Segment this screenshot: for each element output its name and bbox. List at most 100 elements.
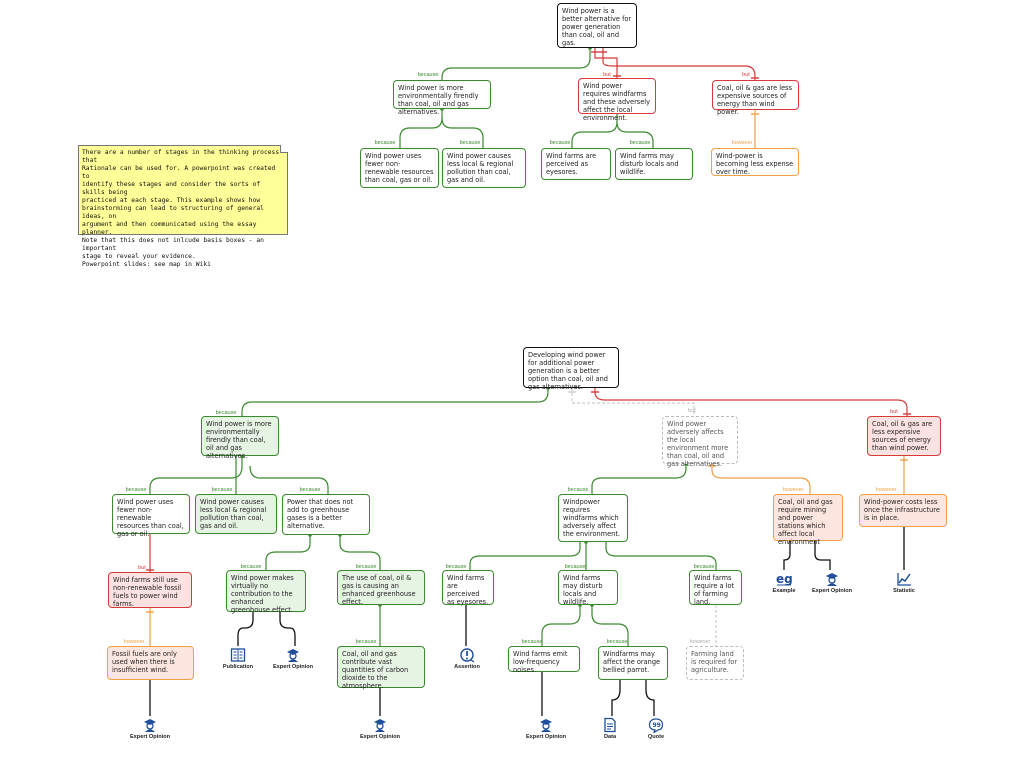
- svg-text:99: 99: [653, 722, 661, 729]
- basis-expert-opinion[interactable]: Expert Opinion: [115, 717, 185, 740]
- data-icon: [604, 717, 616, 733]
- map2-rebuttal-agriculture[interactable]: Farming land is required for agriculture…: [686, 646, 744, 680]
- basis-example[interactable]: eg Example: [749, 571, 819, 594]
- note-line: argument and then communicated using the…: [82, 221, 257, 236]
- basis-assertion[interactable]: Assertion: [432, 647, 502, 670]
- basis-caption: Expert Opinion: [811, 588, 853, 594]
- info-note: There are a number of stages in the thin…: [78, 145, 288, 268]
- basis-caption: Example: [772, 588, 796, 594]
- note-line: identify these stages and consider the s…: [82, 181, 261, 196]
- basis-expert-opinion[interactable]: Expert Opinion: [345, 717, 415, 740]
- map2-reason-no-contribution[interactable]: Wind power makes virtually no contributi…: [226, 570, 306, 614]
- basis-publication[interactable]: Publication: [203, 647, 273, 670]
- connector-label: because: [459, 140, 481, 146]
- map2-objection-expensive[interactable]: Coal, oil & gas are less expensive sourc…: [867, 416, 941, 456]
- connector-label: because: [355, 639, 377, 645]
- map2-reason-noises[interactable]: Wind farms emit low-frequency noises.: [508, 646, 580, 674]
- note-line: brainstorming can lead to structuring of…: [82, 205, 264, 220]
- map2-rebuttal-cost[interactable]: Wind-power costs less once the infrastru…: [859, 494, 947, 527]
- basis-caption: Data: [603, 734, 617, 740]
- basis-expert-opinion[interactable]: Expert Opinion: [258, 647, 328, 670]
- basis-caption: Assertion: [454, 664, 480, 670]
- connector-label: because: [564, 564, 586, 570]
- connector-label: but: [138, 565, 146, 571]
- map2-reason-eyesores[interactable]: Wind farms are perceived as eyesores.: [442, 570, 494, 606]
- connector-label: however: [731, 140, 753, 146]
- map1-reason-environment[interactable]: Wind power is more environmentally firen…: [393, 80, 491, 116]
- map2-rebuttal-mining[interactable]: Coal, oil and gas require mining and pow…: [773, 494, 843, 546]
- publication-icon: [230, 648, 246, 662]
- map2-reason-disturb-wildlife[interactable]: Wind farms may disturb locals and wildli…: [558, 570, 618, 606]
- map2-reason-enhanced-effect[interactable]: The use of coal, oil & gas is causing an…: [337, 570, 425, 606]
- note-line: Note that this does not inlcude basis bo…: [82, 237, 264, 252]
- expert-opinion-icon: [374, 719, 386, 732]
- map1-objection-expensive[interactable]: Coal, oil & gas are less expensive sourc…: [712, 80, 799, 116]
- expert-opinion-icon: [826, 573, 838, 586]
- basis-expert-opinion[interactable]: Expert Opinion: [511, 717, 581, 740]
- connector-label: but: [890, 409, 898, 415]
- svg-text:eg: eg: [776, 572, 793, 586]
- map2-reason-carbon-dioxide[interactable]: Coal, oil and gas contribute vast quanti…: [337, 646, 425, 690]
- connector-label: because: [211, 487, 233, 493]
- note-line: Powerpoint slides: see map in Wiki: [82, 261, 211, 268]
- map2-reason-orange-parrot[interactable]: Windfarms may affect the orange bellied …: [598, 646, 668, 680]
- connector-label: however: [782, 487, 804, 493]
- map1-reason-eyesores[interactable]: Wind farms are perceived as eyesores.: [541, 148, 611, 180]
- connector-label: because: [445, 564, 467, 570]
- basis-caption: Statistic: [893, 588, 915, 594]
- map1-reason-fewer-resources[interactable]: Wind power uses fewer non-renewable reso…: [360, 148, 439, 188]
- connector-label: because: [549, 140, 571, 146]
- note-line: practiced at each stage. This example sh…: [82, 197, 261, 204]
- note-line: There are a number of stages in the thin…: [82, 149, 280, 164]
- connector-label: because: [521, 639, 543, 645]
- map2-objection-adverse-environment[interactable]: Wind power adversely affects the local e…: [662, 416, 738, 468]
- map1-reason-less-pollution[interactable]: Wind power causes less local & regional …: [442, 148, 526, 188]
- connector-label: but: [688, 408, 696, 414]
- connector-label: but: [742, 72, 750, 78]
- expert-opinion-icon: [540, 719, 552, 732]
- connector-label: because: [299, 487, 321, 493]
- connector-label: because: [215, 410, 237, 416]
- map1-objection-windfarms[interactable]: Wind power requires windfarms and these …: [578, 78, 656, 122]
- connector-label: because: [629, 140, 651, 146]
- connector-label: because: [567, 487, 589, 493]
- basis-caption: Publication: [222, 664, 254, 670]
- note-fold-corner: [280, 145, 288, 153]
- connector-label: because: [606, 639, 628, 645]
- connector-label: however: [689, 639, 711, 645]
- note-line: Rationale can be used for. A powerpoint …: [82, 165, 276, 180]
- connector-label: because: [374, 140, 396, 146]
- statistic-icon: [897, 573, 911, 586]
- connector-label: because: [240, 564, 262, 570]
- basis-caption: Expert Opinion: [359, 734, 401, 740]
- basis-statistic[interactable]: Statistic: [869, 571, 939, 594]
- basis-caption: Quote: [647, 734, 665, 740]
- map2-reason-environment[interactable]: Wind power is more environmentally firen…: [201, 416, 279, 460]
- example-icon: eg: [776, 572, 793, 586]
- map2-reason-greenhouse[interactable]: Power that does not add to greenhouse ga…: [282, 494, 370, 535]
- connector-label: however: [875, 487, 897, 493]
- basis-caption: Expert Opinion: [525, 734, 567, 740]
- map2-reason-windfarms-environment[interactable]: Windpower requires windfarms which adver…: [558, 494, 628, 542]
- map2-reason-farming-land[interactable]: Wind farms require a lot of farming land…: [689, 570, 742, 606]
- basis-data[interactable]: Data: [575, 717, 645, 740]
- connector-label: because: [125, 487, 147, 493]
- basis-expert-opinion[interactable]: Expert Opinion: [797, 571, 867, 594]
- connector-label: but: [603, 72, 611, 78]
- basis-caption: Expert Opinion: [272, 664, 314, 670]
- expert-opinion-icon: [287, 649, 299, 662]
- connector-label: because: [355, 564, 377, 570]
- map2-reason-fewer-resources[interactable]: Wind power uses fewer non-renewable reso…: [112, 494, 190, 538]
- map2-rebuttal-insufficient-wind[interactable]: Fossil fuels are only used when there is…: [107, 646, 194, 680]
- basis-quote[interactable]: 99 Quote: [621, 717, 691, 740]
- connector-label: however: [123, 639, 145, 645]
- map1-rebuttal-expense[interactable]: Wind-power is becoming less expense over…: [711, 148, 799, 176]
- map2-reason-less-pollution[interactable]: Wind power causes less local & regional …: [195, 494, 277, 534]
- map1-reason-disturb-wildlife[interactable]: Wind farms may disturb locals and wildli…: [615, 148, 693, 180]
- map2-objection-fossil-fuels[interactable]: Wind farms still use non-renewable fossi…: [108, 572, 192, 608]
- map2-claim-box[interactable]: Developing wind power for additional pow…: [523, 347, 619, 391]
- map1-claim-box[interactable]: Wind power is a better alternative for p…: [557, 3, 637, 48]
- quote-icon: 99: [648, 718, 664, 733]
- expert-opinion-icon: [144, 719, 156, 732]
